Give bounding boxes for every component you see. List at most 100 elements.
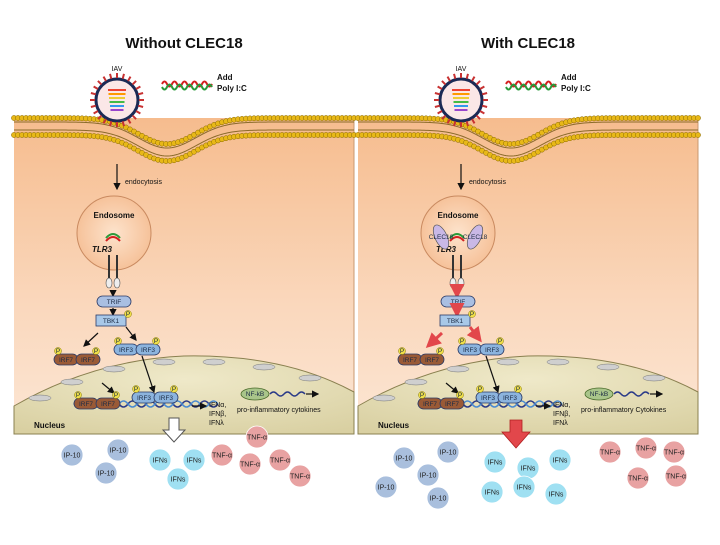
endosome-label: Endosome [94, 211, 135, 220]
nuclear-pore [546, 358, 570, 366]
phosphate-dot [458, 337, 466, 345]
virus-spike [97, 114, 103, 120]
dsrna [105, 233, 121, 239]
membrane-inner-line [358, 129, 698, 157]
irf7-box-label: IRF7 [445, 401, 459, 408]
dna-strand [269, 391, 306, 397]
irf7-box [419, 353, 445, 366]
ifn-label: IFNλ [553, 420, 568, 427]
lipid-head [695, 115, 701, 121]
nfkb [584, 387, 614, 401]
ip10-bubble [94, 461, 118, 485]
ip10-bubble-label: IP-10 [98, 471, 115, 478]
phosphate-label: P [134, 386, 138, 393]
irf3-box [153, 391, 179, 404]
phosphate-dot [132, 385, 140, 393]
phosphate-label: P [420, 392, 424, 399]
virus-envelope [94, 77, 140, 123]
irf3-box-label: IRF3 [463, 347, 477, 354]
irf3-box [497, 391, 523, 404]
virus-spike [93, 85, 99, 90]
secretion-arrow [501, 419, 531, 449]
ifn-label: IFNλ [209, 420, 224, 427]
ifns-bubble [480, 480, 504, 504]
nuclear-pore [446, 365, 470, 373]
virus-spike [471, 76, 476, 82]
nuclear-pore [298, 374, 322, 382]
irf7-box [95, 397, 121, 410]
virus-spike [441, 80, 447, 86]
ifns-bubble-label: IFNs [153, 458, 168, 465]
tir-domain [457, 277, 465, 289]
tnfa-bubble [210, 443, 234, 467]
nuclear-pore [596, 363, 620, 371]
tlr3-receptor [108, 255, 118, 280]
phosphate-label: P [56, 348, 60, 355]
tnfa-bubble [626, 466, 650, 490]
endocytosis-label: endocytosis [125, 179, 162, 186]
phosphate-label: P [172, 386, 176, 393]
tnfa-bubble-label: TNF-α [664, 450, 684, 457]
phosphate-dot [92, 347, 100, 355]
phosphate-label: P [460, 338, 464, 345]
phosphate-dot [468, 310, 476, 318]
irf3-box-label: IRF3 [481, 395, 495, 402]
phosphate-label: P [114, 392, 118, 399]
ifn-label: IFNβ, [209, 411, 226, 418]
virus-spike [135, 85, 141, 90]
dna-strand [613, 391, 650, 397]
tir-domain [105, 277, 113, 289]
membrane-inner-line [358, 121, 698, 149]
nuclear-pore [202, 358, 226, 366]
virus-spike [131, 114, 137, 120]
phosphate-label: P [76, 392, 80, 399]
ifns-bubble-label: IFNs [485, 490, 500, 497]
phosphate-dot [114, 337, 122, 345]
ifns-bubble-label: IFNs [171, 477, 186, 484]
membrane-inner-line [14, 129, 354, 157]
phosphate-label: P [516, 386, 520, 393]
phosphate-label: P [478, 386, 482, 393]
ifn-label: IFNα, [209, 402, 226, 409]
virus-spike [453, 73, 457, 80]
tbk1-label: TBK1 [447, 318, 464, 325]
trif-box [96, 295, 132, 308]
virus-spike [446, 118, 451, 124]
nucleus [357, 355, 699, 435]
irf3-import-arrow [485, 355, 500, 394]
irf3-box [479, 343, 505, 356]
ip10-bubble-label: IP-10 [396, 456, 413, 463]
virus-spike [434, 92, 441, 96]
virus-spike [127, 76, 132, 82]
irf3-box-label: IRF3 [119, 347, 133, 354]
virus-spike [481, 104, 488, 108]
irf7-box-label: IRF7 [79, 401, 93, 408]
virus-spike [127, 118, 132, 124]
add-label: Add [217, 73, 233, 82]
poly-ic-label: Poly I:C [561, 84, 591, 93]
nuclear-pore [152, 358, 176, 366]
nucleus-label: Nucleus [378, 421, 410, 430]
clec18-molecule [466, 224, 484, 250]
virus-spike [441, 114, 447, 120]
tnfa-bubble [598, 440, 622, 464]
proinflammatory-label: pro-inflammatory cytokines [237, 407, 321, 414]
ifns-bubble [544, 482, 568, 506]
virus-spike [90, 104, 97, 108]
virus-spike [437, 85, 443, 90]
phosphate-dot [398, 347, 406, 355]
irf7-arrow [425, 331, 444, 349]
ifns-bubble [182, 448, 206, 472]
poly-ic-strand [161, 83, 213, 91]
virus-spike [97, 80, 103, 86]
ip10-bubble-label: IP-10 [110, 448, 127, 455]
ip10-bubble [60, 443, 84, 467]
phosphate-label: P [154, 338, 158, 345]
tnfa-bubble [664, 464, 688, 488]
ifns-bubble-label: IFNs [187, 458, 202, 465]
dsrna [449, 233, 465, 239]
irf7-import-arrow [101, 382, 115, 394]
